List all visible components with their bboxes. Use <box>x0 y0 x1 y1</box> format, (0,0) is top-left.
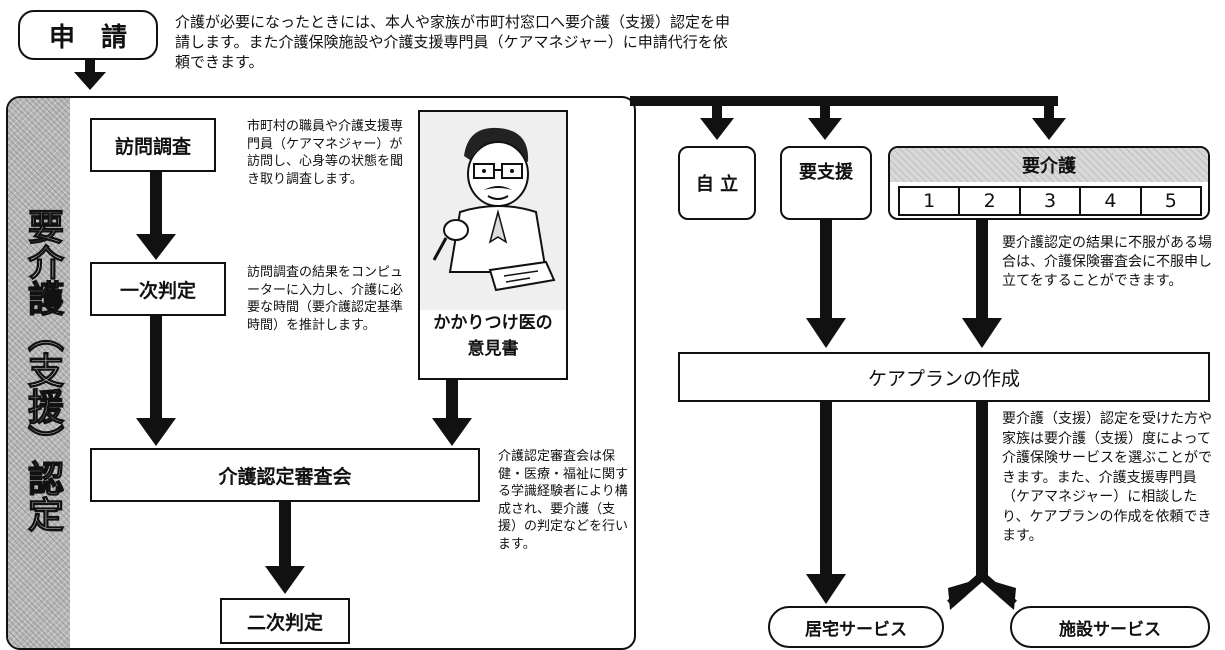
objection-note: 要介護認定の結果に不服がある場合は、介護保険審査会に不服申し立てをすることができ… <box>1002 235 1212 289</box>
arrow-care-head <box>1032 118 1066 140</box>
arrow-board-shaft <box>279 502 291 572</box>
apply-box: 申 請 <box>18 10 158 60</box>
arrow-care-plan-shaft <box>976 220 988 322</box>
arrow-split-right-line <box>979 572 1017 608</box>
arrow-support-head <box>808 118 842 140</box>
facility-service-oval: 施設サービス <box>1010 606 1210 648</box>
arrow-apply-head <box>74 72 106 90</box>
arrow-support-shaft <box>820 100 830 122</box>
arrow-apply-shaft <box>85 60 95 80</box>
doctor-opinion-card: かかりつけ医の 意見書 <box>418 110 568 380</box>
arrow-board-head <box>265 566 305 594</box>
care-level-5: 5 <box>1164 190 1177 212</box>
arrow-top-connector <box>630 96 1058 106</box>
arrow-doctor-shaft <box>446 380 458 424</box>
arrow-independent-shaft <box>712 100 722 122</box>
care-needed-box: 要介護 1 2 3 4 5 <box>888 146 1210 220</box>
care-level-4: 4 <box>1081 188 1142 214</box>
arrow-visit-head <box>136 234 176 260</box>
visit-survey-box: 訪問調査 <box>90 118 216 172</box>
arrow-home-head <box>806 574 846 604</box>
doctor-opinion-line2: 意見書 <box>467 339 519 359</box>
care-level-2: 2 <box>960 188 1021 214</box>
arrow-split-shaft <box>976 402 988 580</box>
arrow-independent-head <box>700 118 734 140</box>
arrow-support-plan-shaft <box>820 220 832 322</box>
arrow-home-shaft <box>820 402 832 578</box>
first-judgment-note: 訪問調査の結果をコンピューターに入力し、介護に必要な時間（要介護認定基準時間）を… <box>247 265 404 333</box>
support-needed-box: 要支援 <box>780 146 872 220</box>
certification-section: 要介護（支援）認定 <box>6 96 636 650</box>
doctor-opinion-label: かかりつけ医の 意見書 <box>420 310 566 362</box>
independent-box: 自 立 <box>678 146 756 220</box>
care-plan-box: ケアプランの作成 <box>678 352 1210 402</box>
visit-survey-note: 市町村の職員や介護支援専門員（ケアマネジャー）が訪問し、心身等の状態を聞き取り調… <box>247 119 404 187</box>
doctor-illustration <box>420 112 566 312</box>
care-levels: 1 2 3 4 5 <box>898 186 1202 216</box>
arrow-care-plan-head <box>962 318 1002 348</box>
side-title-band: 要介護（支援）認定 <box>8 98 70 648</box>
arrow-split-left-line <box>947 572 985 608</box>
review-board-box: 介護認定審査会 <box>90 448 480 502</box>
arrow-first-head <box>136 418 176 446</box>
apply-description: 介護が必要になったときには、本人や家族が市町村窓口へ要介護（支援）認定を申請しま… <box>175 13 731 71</box>
arrow-support-plan-head <box>806 318 846 348</box>
arrow-first-shaft <box>150 316 162 424</box>
care-level-3: 3 <box>1021 188 1082 214</box>
arrow-visit-shaft <box>150 172 162 240</box>
care-level-1: 1 <box>900 188 961 214</box>
arrow-care-shaft <box>1044 100 1054 122</box>
care-needed-title: 要介護 <box>890 148 1208 182</box>
first-judgment-box: 一次判定 <box>90 262 226 316</box>
care-plan-note: 要介護（支援）認定を受けた方や家族は要介護（支援）度によって介護保険サービスを選… <box>1002 411 1212 544</box>
arrow-doctor-head <box>432 418 472 446</box>
home-service-oval: 居宅サービス <box>768 606 944 648</box>
review-board-note: 介護認定審査会は保健・医療・福祉に関する学識経験者により構成され、要介護（支援）… <box>498 449 629 552</box>
second-judgment-box: 二次判定 <box>220 598 350 644</box>
doctor-opinion-line1: かかりつけ医の <box>433 313 553 333</box>
side-title: 要介護（支援）認定 <box>21 207 63 532</box>
